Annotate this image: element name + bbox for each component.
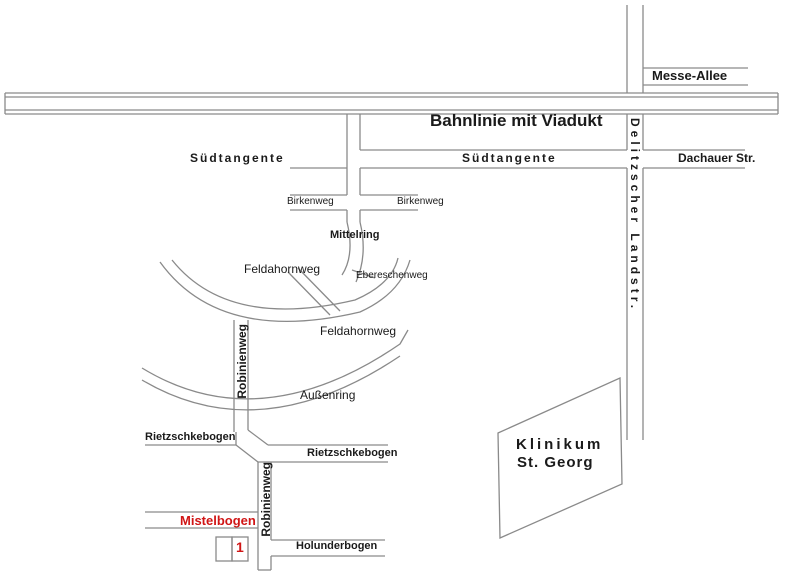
- label-klinikum-line2: St. Georg: [517, 454, 594, 471]
- label-robinienweg-1: Robinienweg: [235, 324, 249, 399]
- railway-viaduct: [4, 92, 779, 115]
- label-birkenweg-right: Birkenweg: [397, 196, 444, 207]
- road-central-connector: [346, 114, 361, 222]
- road-rietzschkebogen: [145, 429, 388, 463]
- label-suedtangente-right: Südtangente: [462, 151, 557, 165]
- label-mittelring: Mittelring: [330, 229, 380, 241]
- road-mittelring: [159, 221, 411, 322]
- road-delitzscher-landstr: [626, 5, 644, 440]
- road-mistelbogen: [145, 511, 258, 529]
- destination-marker-number: 1: [236, 539, 244, 555]
- label-suedtangente-left: Südtangente: [190, 151, 285, 165]
- road-aussenring: [141, 329, 409, 411]
- label-ebereschenweg: Ebereschenweg: [356, 270, 428, 281]
- label-robinienweg-2: Robinienweg: [259, 462, 273, 537]
- label-bahnlinie: Bahnlinie mit Viadukt: [430, 111, 603, 130]
- road-holunderbogen: [271, 539, 385, 557]
- label-feldahornweg-2: Feldahornweg: [320, 324, 397, 338]
- label-klinikum-line1: Klinikum: [516, 436, 604, 453]
- label-dachauer-str: Dachauer Str.: [678, 151, 756, 165]
- label-birkenweg-left: Birkenweg: [287, 196, 334, 207]
- destination-building: [215, 536, 249, 562]
- road-messe-allee: [643, 67, 748, 86]
- road-robinienweg-upper: [233, 320, 249, 432]
- label-mistelbogen: Mistelbogen: [180, 513, 256, 528]
- label-feldahornweg-1: Feldahornweg: [244, 262, 321, 276]
- road-robinienweg-lower: [257, 462, 272, 571]
- road-dachauer-str: [643, 149, 745, 169]
- label-messe-allee: Messe-Allee: [652, 68, 728, 83]
- label-rietzschkebogen-right: Rietzschkebogen: [307, 447, 398, 459]
- label-holunderbogen: Holunderbogen: [296, 540, 378, 552]
- road-feldahornweg: [287, 267, 376, 316]
- road-birkenweg: [290, 194, 418, 211]
- label-delitzscher-landstr: Delitzscher Landstr.: [628, 118, 642, 313]
- label-aussenring: Außenring: [300, 388, 356, 402]
- klinikum-area: [497, 377, 623, 539]
- road-suedtangente: [290, 149, 627, 169]
- label-rietzschkebogen-left: Rietzschkebogen: [145, 431, 236, 443]
